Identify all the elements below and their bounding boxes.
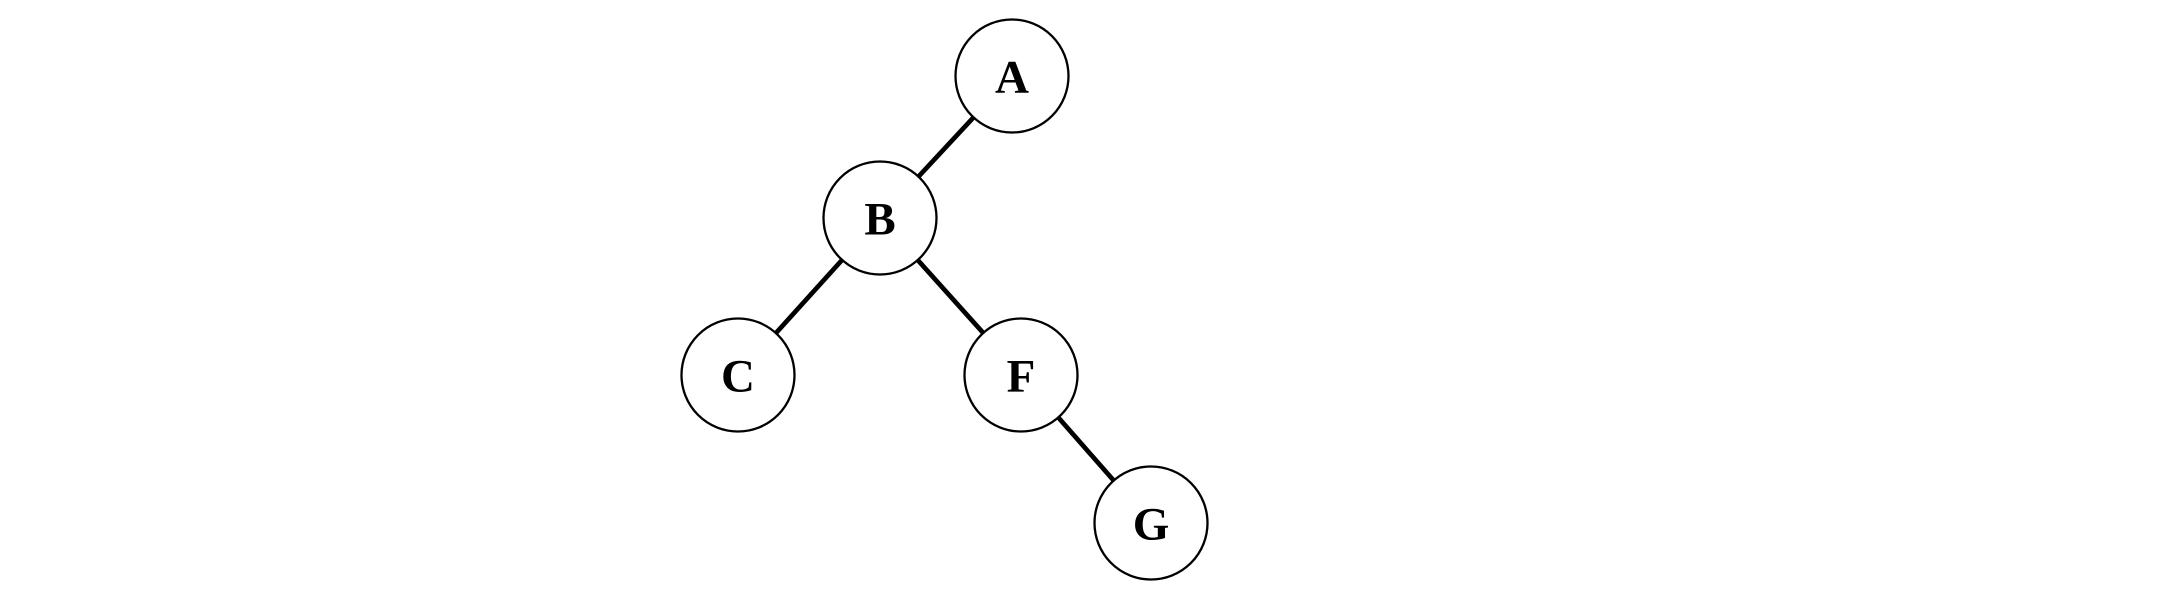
node-f-label: F	[1007, 350, 1036, 402]
node-g-circle	[1093, 465, 1209, 581]
node-a-circle	[954, 18, 1070, 134]
node-c-label: C	[721, 350, 755, 402]
node-b-label: B	[864, 193, 895, 245]
node-f-circle	[963, 317, 1079, 433]
node-g: G	[1093, 465, 1209, 581]
node-a-label: A	[995, 51, 1029, 103]
node-c-circle	[680, 317, 796, 433]
nodes-layer: A B C F G	[680, 18, 1209, 581]
node-b: B	[822, 160, 938, 276]
node-g-label: G	[1133, 498, 1170, 550]
node-c: C	[680, 317, 796, 433]
node-b-circle	[822, 160, 938, 276]
node-f: F	[963, 317, 1079, 433]
node-a: A	[954, 18, 1070, 134]
